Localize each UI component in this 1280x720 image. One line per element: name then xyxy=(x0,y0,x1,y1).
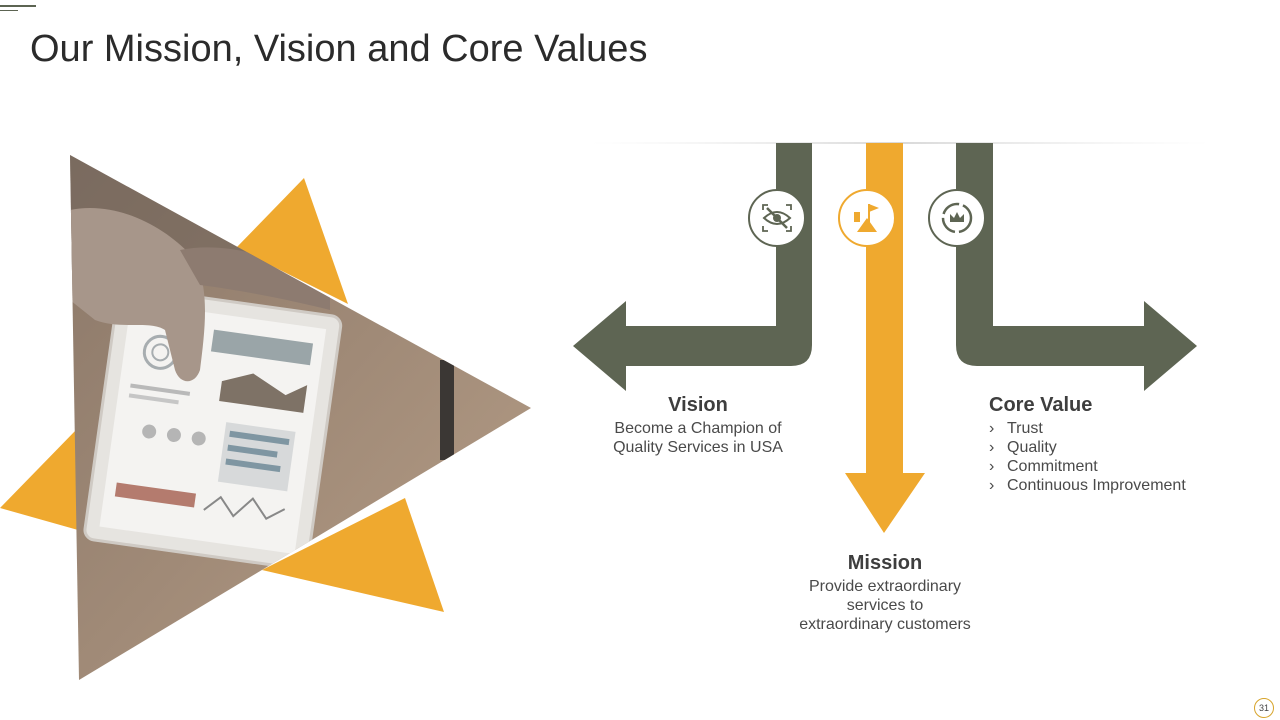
core-value-item: Continuous Improvement xyxy=(1007,477,1186,494)
mission-block: Mission Provide extraordinary services t… xyxy=(785,552,985,634)
gold-triangle-left xyxy=(0,430,78,530)
vision-text-line-1: Become a Champion of xyxy=(614,420,782,437)
chevron-right-icon: › xyxy=(989,477,995,494)
mission-text-line-2: services to xyxy=(846,597,924,614)
page-title: Our Mission, Vision and Core Values xyxy=(30,28,648,70)
list-item: › Quality xyxy=(989,438,1229,457)
vision-heading: Vision xyxy=(668,394,728,416)
list-item: › Trust xyxy=(989,419,1229,438)
list-item: › Continuous Improvement xyxy=(989,476,1229,495)
core-value-item: Trust xyxy=(1007,420,1043,437)
vision-arrow xyxy=(573,143,812,391)
corner-accent xyxy=(0,5,36,7)
chevron-right-icon: › xyxy=(989,439,995,456)
vision-text-line-2: Quality Services in USA xyxy=(613,439,783,456)
mission-text-line-1: Provide extraordinary xyxy=(808,578,962,595)
vision-block: Vision Become a Champion of Quality Serv… xyxy=(598,394,798,457)
core-value-list: › Trust › Quality › Commitment › Continuous … xyxy=(989,419,1229,495)
core-value-item: Commitment xyxy=(1007,458,1098,475)
core-value-icon xyxy=(928,189,986,247)
corner-accent-secondary xyxy=(0,10,18,11)
list-item: › Commitment xyxy=(989,457,1229,476)
mission-text-line-3: extraordinary customers xyxy=(799,616,971,633)
gold-triangle-bottom xyxy=(262,498,444,612)
mission-heading: Mission xyxy=(847,552,923,574)
core-value-block: Core Value › Trust › Quality › Commitment ›… xyxy=(989,394,1229,495)
chevron-right-icon: › xyxy=(989,420,995,437)
gold-triangle-top xyxy=(236,178,348,304)
core-value-heading: Core Value xyxy=(989,394,1093,416)
mission-icon xyxy=(838,189,896,247)
chevron-right-icon: › xyxy=(989,458,995,475)
core-value-arrow xyxy=(956,143,1197,391)
vision-icon xyxy=(748,189,806,247)
core-value-item: Quality xyxy=(1007,439,1057,456)
page-number: 31 xyxy=(1254,698,1274,718)
mission-arrow xyxy=(845,143,925,533)
